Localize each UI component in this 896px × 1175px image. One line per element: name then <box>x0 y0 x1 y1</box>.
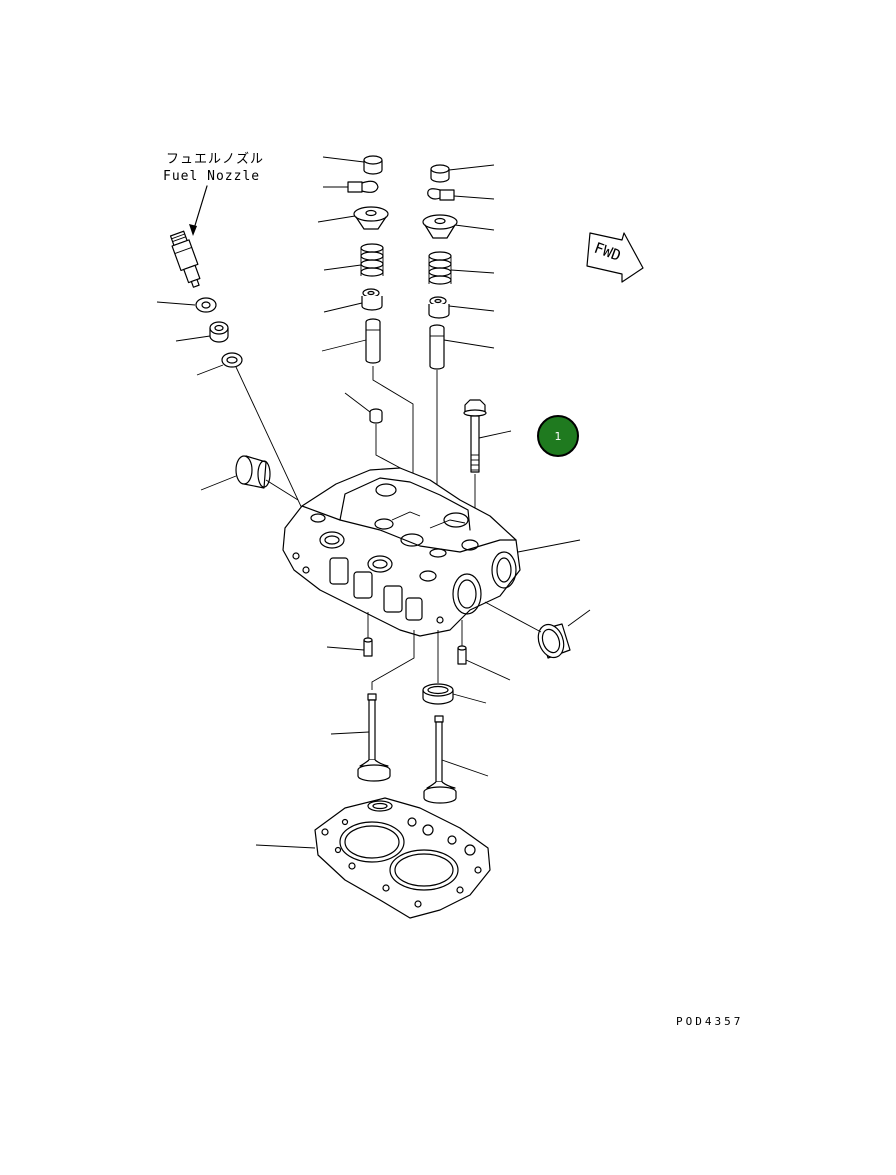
exhaust-valve <box>423 715 457 804</box>
dowel-pin-left <box>363 637 373 657</box>
head-bolt <box>463 399 487 473</box>
fuel-nozzle-label-en: Fuel Nozzle <box>163 169 260 184</box>
callout-badge-1[interactable]: 1 <box>537 415 579 457</box>
head-gasket <box>314 797 491 919</box>
nozzle-gasket <box>221 352 243 368</box>
valve-keeper-right <box>427 188 455 201</box>
valve-spring-right <box>428 251 452 285</box>
valve-seat-insert <box>422 683 454 705</box>
valve-stem-seal-left <box>361 288 383 311</box>
spring-retainer-right <box>422 214 458 239</box>
valve-cap-right <box>430 164 450 183</box>
dowel-pin-right <box>457 645 467 665</box>
fwd-direction-arrow: FWD <box>586 232 644 283</box>
expansion-plug <box>235 455 271 489</box>
valve-keeper-left <box>347 180 379 193</box>
drawing-code: POD4357 <box>676 1015 743 1028</box>
valve-guide-right <box>429 324 445 370</box>
fuel-nozzle-arrow <box>189 185 208 236</box>
fuel-nozzle-label-jp: フュエルノズル <box>166 151 264 167</box>
callout-number: 1 <box>555 430 562 443</box>
fuel-nozzle <box>169 230 201 288</box>
stud-nut <box>369 408 383 424</box>
valve-stem-seal-right <box>428 296 450 319</box>
cylinder-head <box>282 467 521 637</box>
intake-valve <box>357 693 391 782</box>
nozzle-washer <box>195 297 217 313</box>
seal-ring <box>537 623 571 659</box>
valve-spring-left <box>360 243 384 277</box>
spring-retainer-left <box>353 206 389 230</box>
nozzle-sleeve <box>209 321 229 343</box>
valve-guide-left <box>365 318 381 364</box>
valve-cap-left <box>363 155 383 175</box>
